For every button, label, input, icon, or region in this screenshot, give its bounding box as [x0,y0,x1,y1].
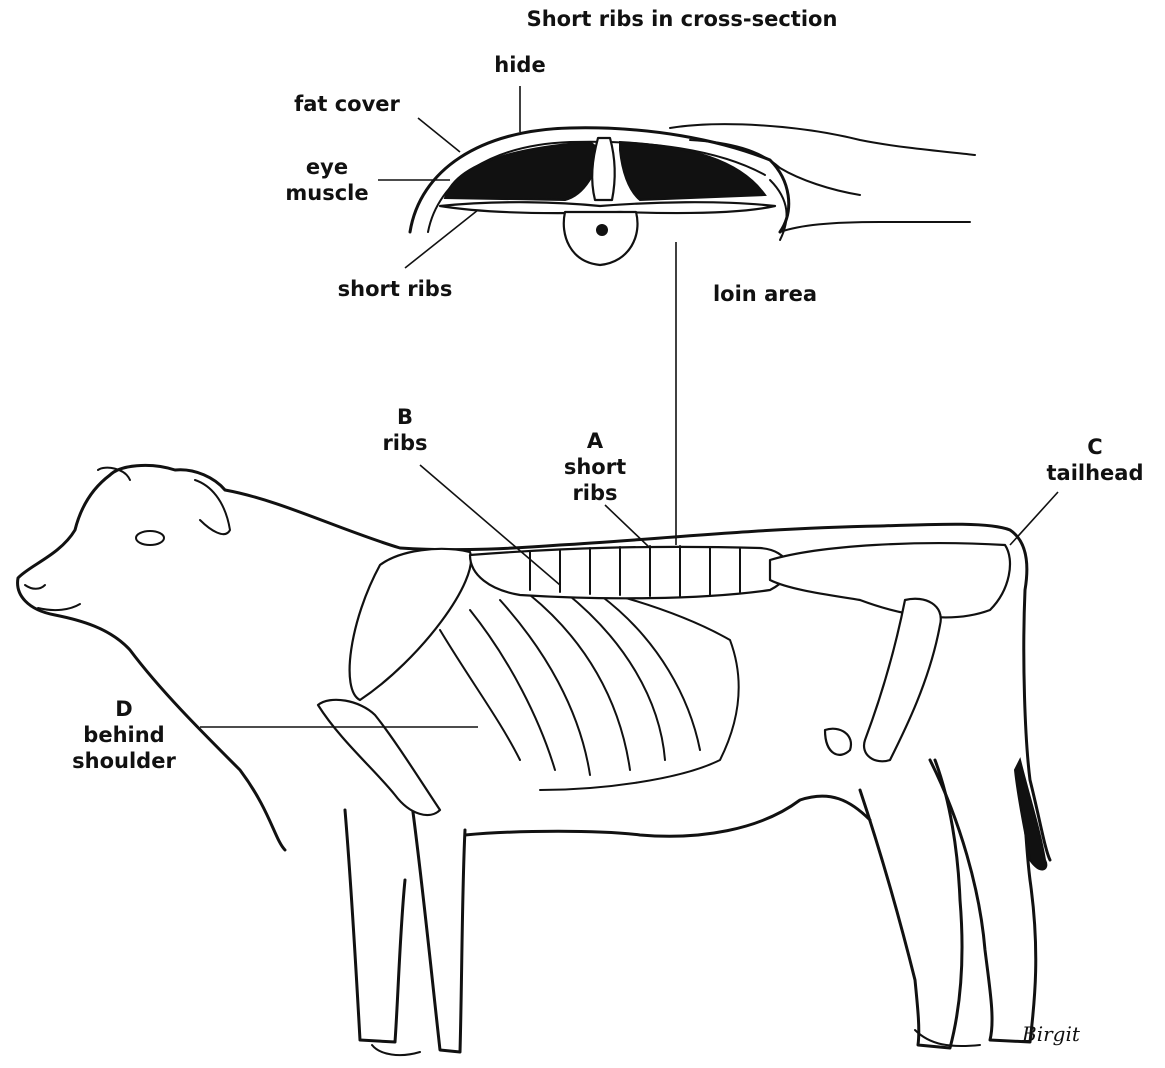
cow-mouth [38,604,80,610]
cow-belly-outline [465,796,870,836]
hand-top-outline [670,124,975,155]
label-hide: hide [470,52,570,78]
cow-horn-stub [98,468,130,480]
label-d-letter: D [46,696,202,722]
hind-leg-left [860,760,962,1048]
label-a-letter: A [545,428,645,454]
diagram-title: Short ribs in cross-section [462,6,902,32]
front-leg-right [410,790,465,1052]
vertebral-body [564,212,638,265]
hind-hoof [915,1030,980,1046]
artist-signature: Birgit [1022,1022,1080,1046]
pelvis [770,543,1010,617]
label-d-text2: shoulder [46,748,202,774]
label-b-letter: B [360,404,450,430]
label-fat-cover: fat cover [262,91,432,117]
rib-4 [530,595,630,770]
label-d-behind-shoulder: D behind shoulder [46,696,202,774]
label-a-text1: short [545,454,645,480]
spinous-process [592,138,615,200]
cow-eye [136,531,164,545]
cow-nostril [25,585,45,589]
femur [864,599,941,762]
label-c-letter: C [1025,434,1165,460]
label-d-text1: behind [46,722,202,748]
label-short-ribs-cross: short ribs [300,276,490,302]
label-eye-muscle: eye muscle [262,154,392,206]
scapula [350,549,472,700]
hand-thumb-line [770,180,787,240]
hand-bottom-outline [780,222,970,232]
label-a-short-ribs: A short ribs [545,428,645,506]
patella [825,729,851,755]
front-hoof [372,1045,420,1055]
label-eye-muscle-line2: muscle [262,180,392,206]
front-leg-left [345,810,405,1042]
label-c-text: tailhead [1025,460,1165,486]
label-a-text2: ribs [545,480,645,506]
leader-c-tailhead [1010,492,1058,545]
eye-muscle-left [445,142,600,200]
cross-section-figure [378,86,975,545]
label-c-tailhead: C tailhead [1025,434,1165,486]
rib-1 [440,630,520,760]
label-b-text: ribs [360,430,450,456]
leader-short-ribs-cross [405,210,478,268]
label-loin-area: loin area [680,281,850,307]
humerus [318,700,440,815]
spinal-canal [596,224,608,236]
label-b-ribs: B ribs [360,404,450,456]
leader-fat-cover [418,118,460,152]
label-eye-muscle-line1: eye [262,154,392,180]
